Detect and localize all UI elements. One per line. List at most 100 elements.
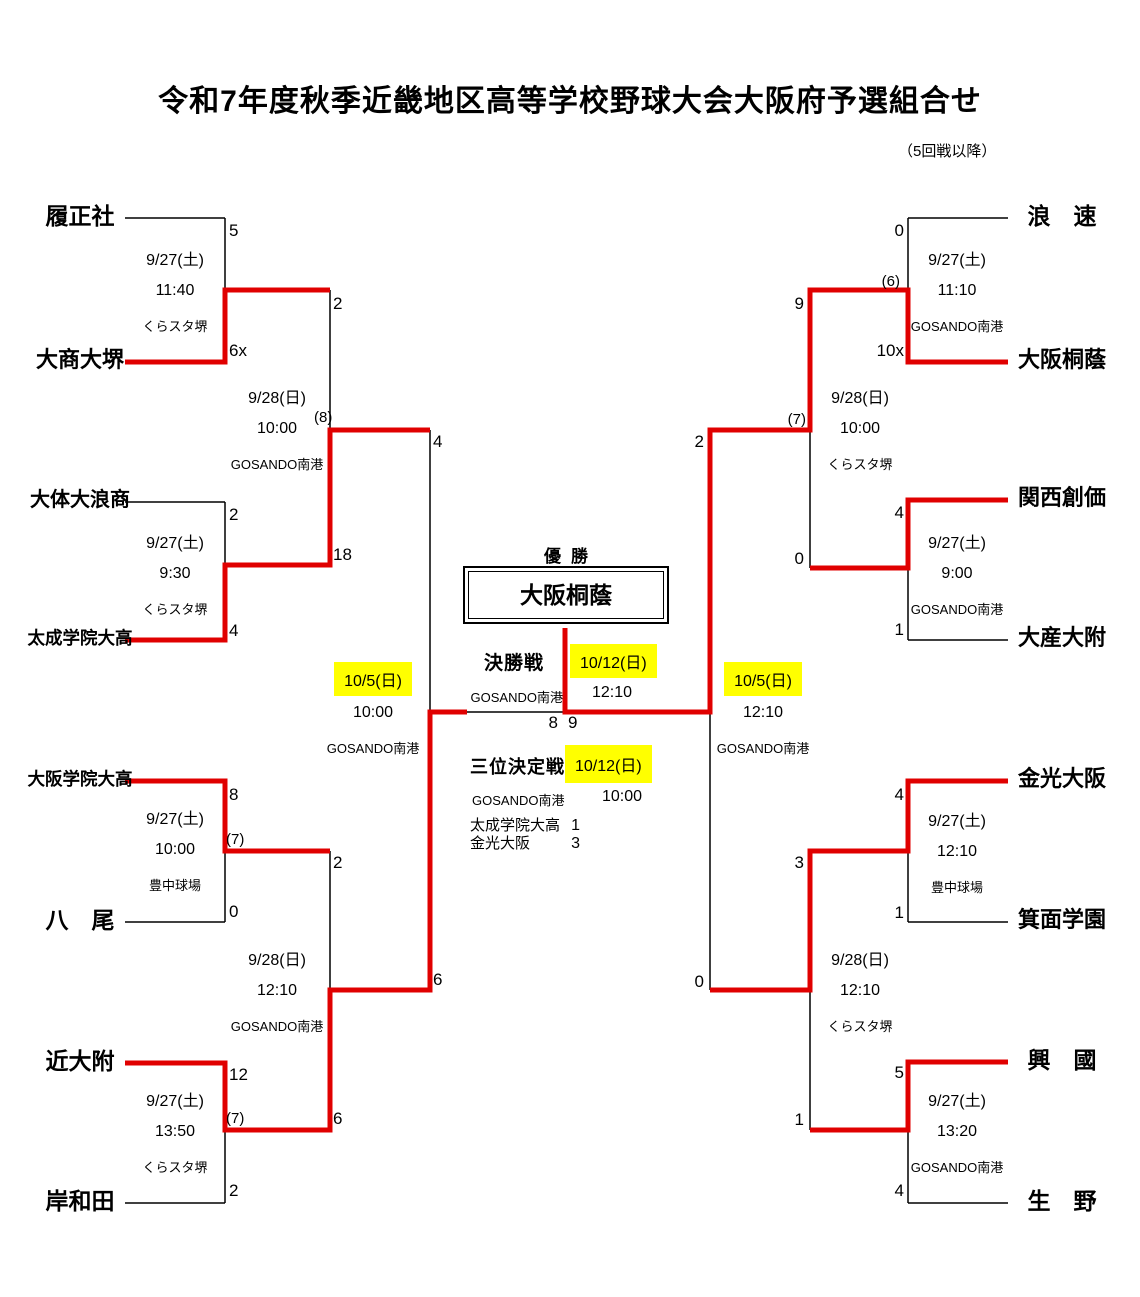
team-name-riseisha: 履正社 xyxy=(45,203,115,229)
score-kishiwada: 2 xyxy=(229,1181,239,1200)
winner-path-osaka-gakuin xyxy=(125,778,330,854)
match6-info: 9/27(土) 9:00 GOSANDO南港 xyxy=(902,529,1012,618)
team-name-konko-osaka: 金光大阪 xyxy=(1017,766,1106,791)
match8-info: 9/27(土) 13:20 GOSANDO南港 xyxy=(902,1087,1012,1176)
team-name-minoh-gakuen: 箕面学園 xyxy=(1017,907,1106,932)
champion-name: 大阪桐蔭 xyxy=(468,571,664,619)
winner-path-konko-osaka xyxy=(710,778,1008,993)
match8-venue: GOSANDO南港 xyxy=(910,1160,1004,1175)
sf1-top-score: 4 xyxy=(433,432,443,451)
match4-date: 9/27(土) xyxy=(146,1093,204,1110)
match7-info: 9/27(土) 12:10 豊中球場 xyxy=(902,807,1012,896)
final-venue: GOSANDO南港 xyxy=(470,690,563,705)
sf2-info: 10/5(日) 12:10 GOSANDO南港 xyxy=(708,662,818,757)
match3-info: 9/27(土) 10:00 豊中球場 xyxy=(120,805,230,894)
score-daishodai-sakai: 6x xyxy=(229,341,247,360)
qf4-bottom-score: 1 xyxy=(794,1110,804,1129)
sf1-time: 10:00 xyxy=(352,704,394,721)
winner-path-kindai-fu-runnerup xyxy=(125,709,467,1133)
qf3-date: 9/28(日) xyxy=(831,390,889,407)
qf3-info: 9/28(日) 10:00 くらスタ堺 xyxy=(805,384,915,473)
qf3-top-score: 9 xyxy=(794,294,804,313)
sf1-date-highlighted: 10/5(日) xyxy=(334,662,412,696)
score-naniwa: 0 xyxy=(894,221,904,240)
match7-venue: 豊中球場 xyxy=(930,880,983,895)
qf1-time: 10:00 xyxy=(256,420,298,437)
match3-innings-marker: (7) xyxy=(226,831,245,848)
score-riseisha: 5 xyxy=(229,221,239,240)
winner-path-osaka-toin-champion xyxy=(562,287,1008,715)
sf2-date-highlighted: 10/5(日) xyxy=(724,662,802,696)
qf2-date: 9/28(日) xyxy=(248,952,306,969)
score-daitaidai-namisho: 2 xyxy=(229,505,239,524)
winner-path-koukoku xyxy=(810,1059,1008,1133)
score-osaka-toin: 10x xyxy=(876,341,904,360)
loser-connector-lines xyxy=(125,217,1008,1204)
score-daisandai-fu: 1 xyxy=(894,620,904,639)
team-name-naniwa: 浪 速 xyxy=(1027,203,1097,229)
qf1-innings-marker: (8) xyxy=(314,409,333,426)
qf2-bottom-score: 6 xyxy=(333,1109,343,1128)
match4-time: 13:50 xyxy=(154,1123,196,1140)
match3-venue: 豊中球場 xyxy=(148,878,201,893)
sf2-venue: GOSANDO南港 xyxy=(716,741,810,756)
sf2-bottom-score: 0 xyxy=(694,972,704,991)
score-minoh-gakuen: 1 xyxy=(894,903,904,922)
team-name-koukoku: 興 國 xyxy=(1027,1047,1097,1073)
score-kansai-soka: 4 xyxy=(894,503,904,522)
final-left-score: 8 xyxy=(548,713,558,732)
match1-venue: くらスタ堺 xyxy=(142,319,208,334)
third-place-score-2: 3 xyxy=(571,835,580,852)
final-right-score: 9 xyxy=(568,713,578,732)
team-name-osaka-toin: 大阪桐蔭 xyxy=(1017,347,1106,372)
team-name-daishodai-sakai: 大商大堺 xyxy=(35,347,124,372)
team-name-kansai-soka: 関西創価 xyxy=(1017,485,1106,510)
qf4-venue: くらスタ堺 xyxy=(827,1019,893,1034)
sf1-info: 10/5(日) 10:00 GOSANDO南港 xyxy=(318,662,428,757)
third-place-date-highlight: 10/12(日) xyxy=(565,745,652,783)
third-place-team-1: 太成学院大高 xyxy=(470,817,561,834)
sf1-bottom-score: 6 xyxy=(433,970,443,989)
qf3-time: 10:00 xyxy=(839,420,881,437)
team-name-osaka-gakuin: 大阪学院大高 xyxy=(27,769,133,789)
match1-date: 9/27(土) xyxy=(146,252,204,269)
team-name-kindai-fu: 近大附 xyxy=(45,1048,115,1074)
third-place-label: 三位決定戦 xyxy=(470,757,565,777)
score-taisei-gakuin: 4 xyxy=(229,621,239,640)
qf1-date: 9/28(日) xyxy=(248,390,306,407)
match2-venue: くらスタ堺 xyxy=(142,602,208,617)
score-kindai-fu: 12 xyxy=(229,1065,248,1084)
qf3-innings-marker: (7) xyxy=(787,411,806,428)
team-name-kishiwada: 岸和田 xyxy=(45,1188,115,1214)
score-konko-osaka: 4 xyxy=(894,785,904,804)
qf1-info: 9/28(日) 10:00 GOSANDO南港 xyxy=(222,384,332,473)
qf4-info: 9/28(日) 12:10 くらスタ堺 xyxy=(805,946,915,1035)
sf1-venue: GOSANDO南港 xyxy=(326,741,420,756)
match2-date: 9/27(土) xyxy=(146,535,204,552)
third-place-time: 10:00 xyxy=(602,788,643,805)
qf4-time: 12:10 xyxy=(839,982,881,999)
champion-box: 大阪桐蔭 xyxy=(463,566,669,624)
team-name-ikuno: 生 野 xyxy=(1027,1188,1097,1214)
qf3-venue: くらスタ堺 xyxy=(827,457,893,472)
match1-info: 9/27(土) 11:40 くらスタ堺 xyxy=(120,246,230,335)
winner-path-kansai-soka xyxy=(810,497,1008,571)
final-date: 10/12(日) xyxy=(570,644,657,678)
match4-venue: くらスタ堺 xyxy=(142,1160,208,1175)
qf1-top-score: 2 xyxy=(333,294,343,313)
match4-info: 9/27(土) 13:50 くらスタ堺 xyxy=(120,1087,230,1176)
qf2-time: 12:10 xyxy=(256,982,298,999)
qf2-info: 9/28(日) 12:10 GOSANDO南港 xyxy=(222,946,332,1035)
match5-date: 9/27(土) xyxy=(928,252,986,269)
third-place-date: 10/12(日) xyxy=(565,745,652,783)
team-name-daisandai-fu: 大産大附 xyxy=(1017,625,1106,650)
third-place-venue: GOSANDO南港 xyxy=(472,793,565,808)
match2-time: 9:30 xyxy=(159,565,191,582)
qf2-top-score: 2 xyxy=(333,853,343,872)
match3-date: 9/27(土) xyxy=(146,811,204,828)
subtitle-round-note: （5回戦以降） xyxy=(898,143,997,160)
qf1-bottom-score: 18 xyxy=(333,545,352,564)
match1-time: 11:40 xyxy=(155,282,195,299)
page-title: 令和7年度秋季近畿地区高等学校野球大会大阪府予選組合せ xyxy=(158,85,982,118)
